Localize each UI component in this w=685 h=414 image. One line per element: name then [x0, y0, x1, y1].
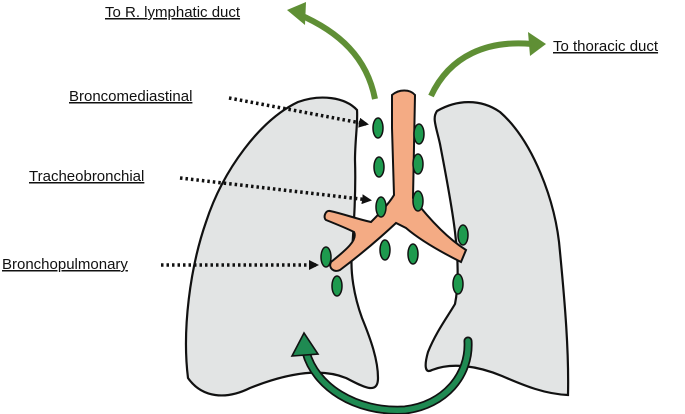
lymph-node	[379, 239, 391, 261]
lymph-node	[412, 153, 424, 175]
lymph-node	[413, 123, 425, 145]
curved-arrow-icon	[528, 32, 546, 56]
pointers	[161, 96, 372, 270]
label-bronchopulmonary: Bronchopulmonary	[2, 256, 128, 273]
lymph-node	[452, 273, 464, 295]
label-thoracic-duct: To thoracic duct	[553, 38, 659, 55]
lymph-node	[407, 243, 419, 265]
label-tracheobronchial: Tracheobronchial	[29, 168, 144, 185]
lymph-node	[331, 275, 343, 297]
label-right-lymphatic-duct: To R. lymphatic duct	[105, 4, 241, 21]
lymph-nodes	[320, 117, 469, 297]
lymph-node	[373, 156, 385, 178]
lymph-node	[412, 190, 424, 212]
right-lung	[424, 101, 570, 397]
circular-arrow-icon	[290, 331, 473, 414]
lymph-node	[457, 224, 469, 246]
curved-arrow-icon	[428, 40, 533, 98]
lymph-node	[320, 246, 332, 268]
dotted-arrow-icon	[228, 96, 369, 128]
curved-arrow-icon	[296, 11, 378, 100]
dotted-arrow-icon	[179, 176, 372, 205]
outer-arrows	[287, 2, 546, 100]
curved-arrow-icon	[287, 2, 306, 25]
label-broncomediastinal: Broncomediastinal	[69, 88, 192, 105]
lymph-node	[375, 196, 387, 218]
lymph-node	[372, 117, 384, 139]
